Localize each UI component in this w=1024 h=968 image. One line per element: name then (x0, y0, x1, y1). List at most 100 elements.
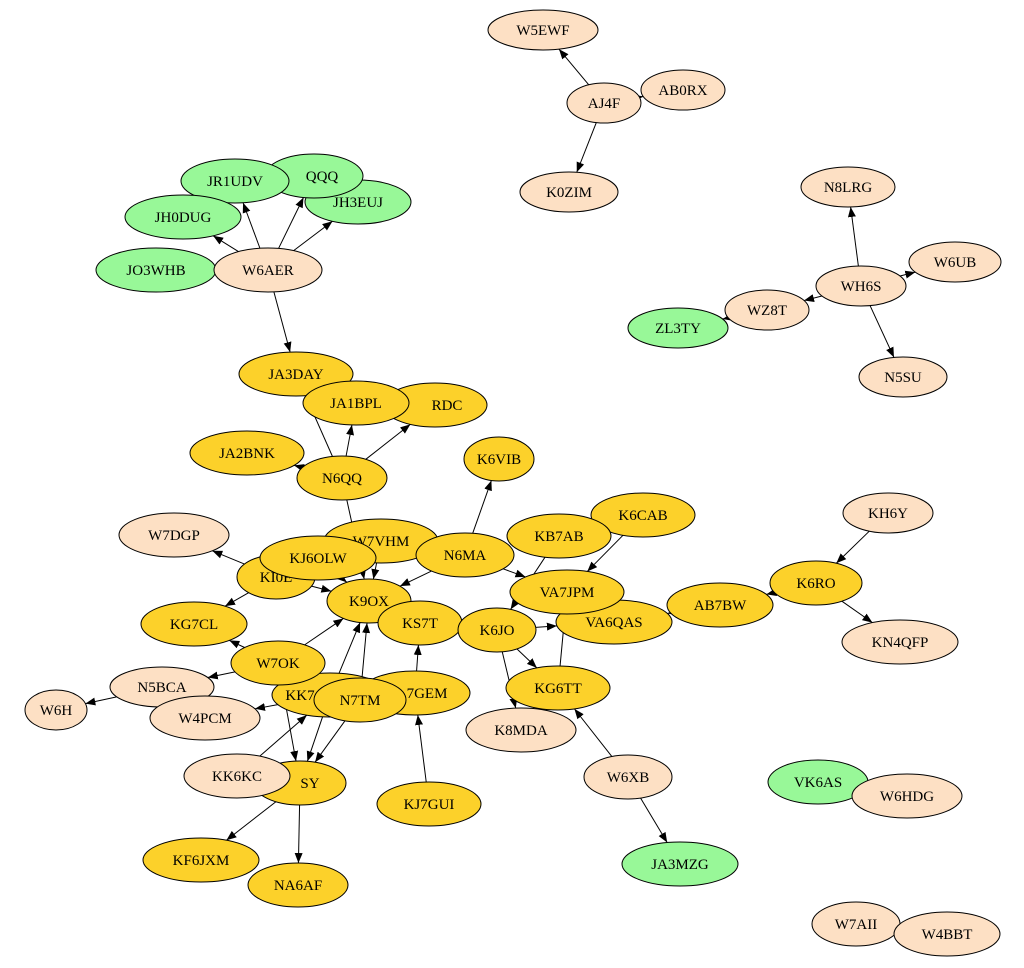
node-jqqq[interactable]: QQQ (264, 153, 364, 199)
node-k6vib[interactable]: K6VIB (463, 436, 535, 482)
node-ellipse (189, 430, 305, 476)
node-ja2bnk[interactable]: JA2BNK (189, 430, 305, 476)
node-ellipse (590, 492, 696, 538)
node-w4bbt[interactable]: W4BBT (893, 911, 1001, 957)
node-k6jo[interactable]: K6JO (457, 607, 537, 653)
node-label: QQQ (306, 169, 339, 185)
node-ellipse (724, 289, 810, 331)
node-w6ub[interactable]: W6UB (908, 241, 1002, 283)
node-label: JA3DAY (268, 367, 323, 383)
edge-wh6s-to-wz8t (803, 294, 823, 302)
node-label: W6UB (934, 255, 977, 271)
node-wh6s[interactable]: WH6S (815, 265, 907, 307)
node-kh6y[interactable]: KH6Y (842, 492, 934, 534)
edge-kj7gui-to-7gem (415, 714, 427, 783)
node-kk6kc[interactable]: KK6KC (183, 753, 291, 799)
node-vk6as[interactable]: VK6AS (767, 759, 869, 805)
node-ellipse (640, 69, 726, 111)
node-label: JA3MZG (651, 857, 709, 873)
node-w6h[interactable]: W6H (24, 689, 88, 731)
node-w5ewf[interactable]: W5EWF (487, 9, 599, 51)
edge-wh6s-to-n8lrg (847, 206, 859, 267)
node-aj4f[interactable]: AJ4F (566, 82, 642, 124)
edge-sy-to-kf6jxm (226, 801, 277, 841)
edge-n5bca-to-w6h (85, 696, 117, 706)
node-label: JO3WHB (126, 263, 185, 279)
node-k8mda[interactable]: K8MDA (465, 707, 577, 753)
node-jh0dug[interactable]: JH0DUG (124, 194, 242, 240)
node-w7ok[interactable]: W7OK (230, 640, 326, 686)
node-jo3whb[interactable]: JO3WHB (95, 247, 217, 293)
node-kn4qfp[interactable]: KN4QFP (841, 619, 959, 665)
node-ellipse (313, 677, 407, 723)
node-ab7bw[interactable]: AB7BW (666, 582, 774, 628)
node-label: VK6AS (794, 775, 842, 791)
node-label: KG6TT (534, 681, 582, 697)
edge-w6aer-to-jh3euj (293, 220, 333, 252)
edge-k6cab-to-va7jpm (586, 534, 624, 572)
node-label: KJ6OLW (289, 551, 347, 567)
node-w6hdg[interactable]: W6HDG (851, 773, 963, 819)
node-w4pcm[interactable]: W4PCM (149, 695, 261, 741)
edge-kk6kc-to-kk7 (259, 714, 308, 757)
node-label: NA6AF (274, 878, 322, 894)
node-w6xb[interactable]: W6XB (583, 754, 673, 800)
edge-k6jo-to-kg6tt (516, 648, 538, 669)
edge-n6ma-to-k9ox (399, 570, 432, 587)
edge-w6aer-to-jqqq (278, 197, 304, 249)
node-ellipse (841, 619, 959, 665)
node-n5su[interactable]: N5SU (858, 356, 948, 398)
edge-kk7-to-k9ox (338, 622, 361, 674)
node-n8lrg[interactable]: N8LRG (800, 166, 896, 208)
node-k6ro[interactable]: K6RO (769, 560, 863, 606)
node-label: N8LRG (824, 180, 873, 196)
node-na6af[interactable]: NA6AF (247, 862, 349, 908)
node-ellipse (566, 82, 642, 124)
edge-ki0e-to-k9ox (311, 584, 332, 593)
node-ellipse (124, 194, 242, 240)
node-label: KH6Y (868, 506, 908, 522)
node-ellipse (893, 911, 1001, 957)
node-rdc[interactable]: RDC (382, 382, 488, 428)
node-ja1bpl[interactable]: JA1BPL (302, 380, 410, 426)
edge-wh6s-to-w6ub (899, 270, 916, 279)
edge-kj6olw-to-k9ox (336, 572, 348, 583)
node-wz8t[interactable]: WZ8T (724, 289, 810, 331)
node-n6ma[interactable]: N6MA (415, 532, 515, 578)
node-va7jpm[interactable]: VA7JPM (509, 569, 625, 615)
node-label: AB0RX (658, 83, 707, 99)
node-ellipse (621, 841, 739, 887)
node-kg7cl[interactable]: KG7CL (140, 601, 248, 647)
node-ks7t[interactable]: KS7T (377, 600, 463, 646)
node-jr1udv[interactable]: JR1UDV (180, 158, 290, 204)
node-label: N6QQ (322, 471, 362, 487)
node-w7dgp[interactable]: W7DGP (118, 512, 230, 558)
node-label: W7DGP (148, 528, 200, 544)
node-ellipse (296, 455, 388, 501)
node-k6cab[interactable]: K6CAB (590, 492, 696, 538)
node-label: K6VIB (477, 452, 521, 468)
edge-kk7-to-w4pcm (254, 703, 278, 711)
node-zl3ty[interactable]: ZL3TY (627, 307, 729, 349)
node-kg6tt[interactable]: KG6TT (505, 665, 611, 711)
node-kj6olw[interactable]: KJ6OLW (259, 535, 377, 581)
node-ellipse (487, 9, 599, 51)
node-ja3mzg[interactable]: JA3MZG (621, 841, 739, 887)
node-label: W6XB (607, 770, 650, 786)
node-n7tm[interactable]: N7TM (313, 677, 407, 723)
node-w6aer[interactable]: W6AER (213, 247, 323, 293)
edge-wz8t-to-zl3ty (722, 313, 734, 321)
edge-n6ma-to-k6vib (472, 480, 492, 534)
node-kj7gui[interactable]: KJ7GUI (376, 781, 482, 827)
node-ab0rx[interactable]: AB0RX (640, 69, 726, 111)
node-kb7ab[interactable]: KB7AB (506, 513, 612, 559)
edge-w7vhm-to-k9ox (371, 562, 380, 580)
node-label: K6JO (479, 623, 514, 639)
edge-w6xb-to-ja3mzg (640, 797, 668, 843)
edge-n7tm-to-sy (314, 720, 346, 763)
node-kf6jxm[interactable]: KF6JXM (142, 837, 260, 883)
node-n6qq[interactable]: N6QQ (296, 455, 388, 501)
node-ellipse (858, 356, 948, 398)
node-w7aii[interactable]: W7AII (811, 901, 901, 947)
node-k0zim[interactable]: K0ZIM (519, 171, 619, 213)
